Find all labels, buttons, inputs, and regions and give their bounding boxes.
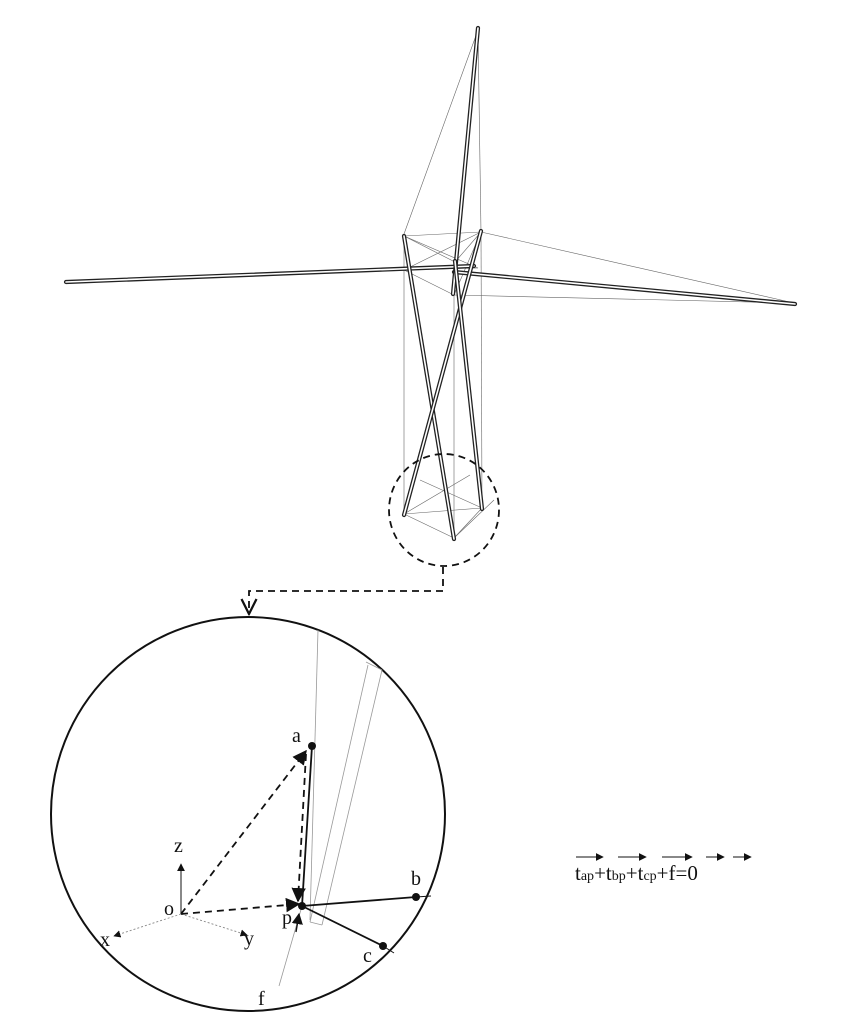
vector-o-to-a (180, 749, 307, 915)
eq-t3: t (638, 861, 644, 885)
member-p-c (301, 905, 384, 947)
eq-s1: ap (581, 869, 594, 884)
label-o: o (164, 898, 174, 920)
tensegrity-structure (63, 25, 798, 542)
label-p: p (282, 907, 292, 929)
label-a: a (292, 725, 301, 747)
eq-plus3: + (657, 861, 669, 885)
label-y: y (244, 928, 254, 950)
detail-leader-line (249, 567, 444, 614)
detail-view-circle (50, 616, 446, 1012)
member-a-p (301, 745, 313, 907)
eq-plus2: + (626, 861, 638, 885)
detail-callout-circle (388, 453, 500, 567)
member-p-b (301, 896, 417, 907)
node-b (412, 893, 420, 901)
label-f: f (258, 988, 265, 1010)
node-p (298, 902, 306, 910)
eq-s3: cp (643, 869, 656, 884)
eq-f: f (669, 861, 676, 885)
eq-t1: t (575, 861, 581, 885)
eq-s2: bp (612, 869, 626, 884)
eq-zero: 0 (687, 861, 698, 885)
svg-text:tap+tbp+tcp+f=0: tap+tbp+tcp+f=0 (575, 861, 698, 885)
vector-a-to-p (291, 753, 307, 903)
label-c: c (363, 945, 372, 967)
label-x: x (100, 929, 110, 951)
label-z: z (174, 835, 183, 857)
eq-t2: t (606, 861, 612, 885)
node-c (379, 942, 387, 950)
node-a (308, 742, 316, 750)
eq-plus1: + (594, 861, 606, 885)
detail-view-content: a b c p f o x y z (100, 629, 432, 1010)
strut-rods (63, 25, 798, 542)
equilibrium-equation: tap+tbp+tcp+f=0 (575, 853, 752, 885)
eq-equals: = (676, 861, 688, 885)
vector-o-to-p (180, 897, 301, 915)
coordinate-axes (113, 863, 248, 938)
label-b: b (411, 868, 421, 890)
